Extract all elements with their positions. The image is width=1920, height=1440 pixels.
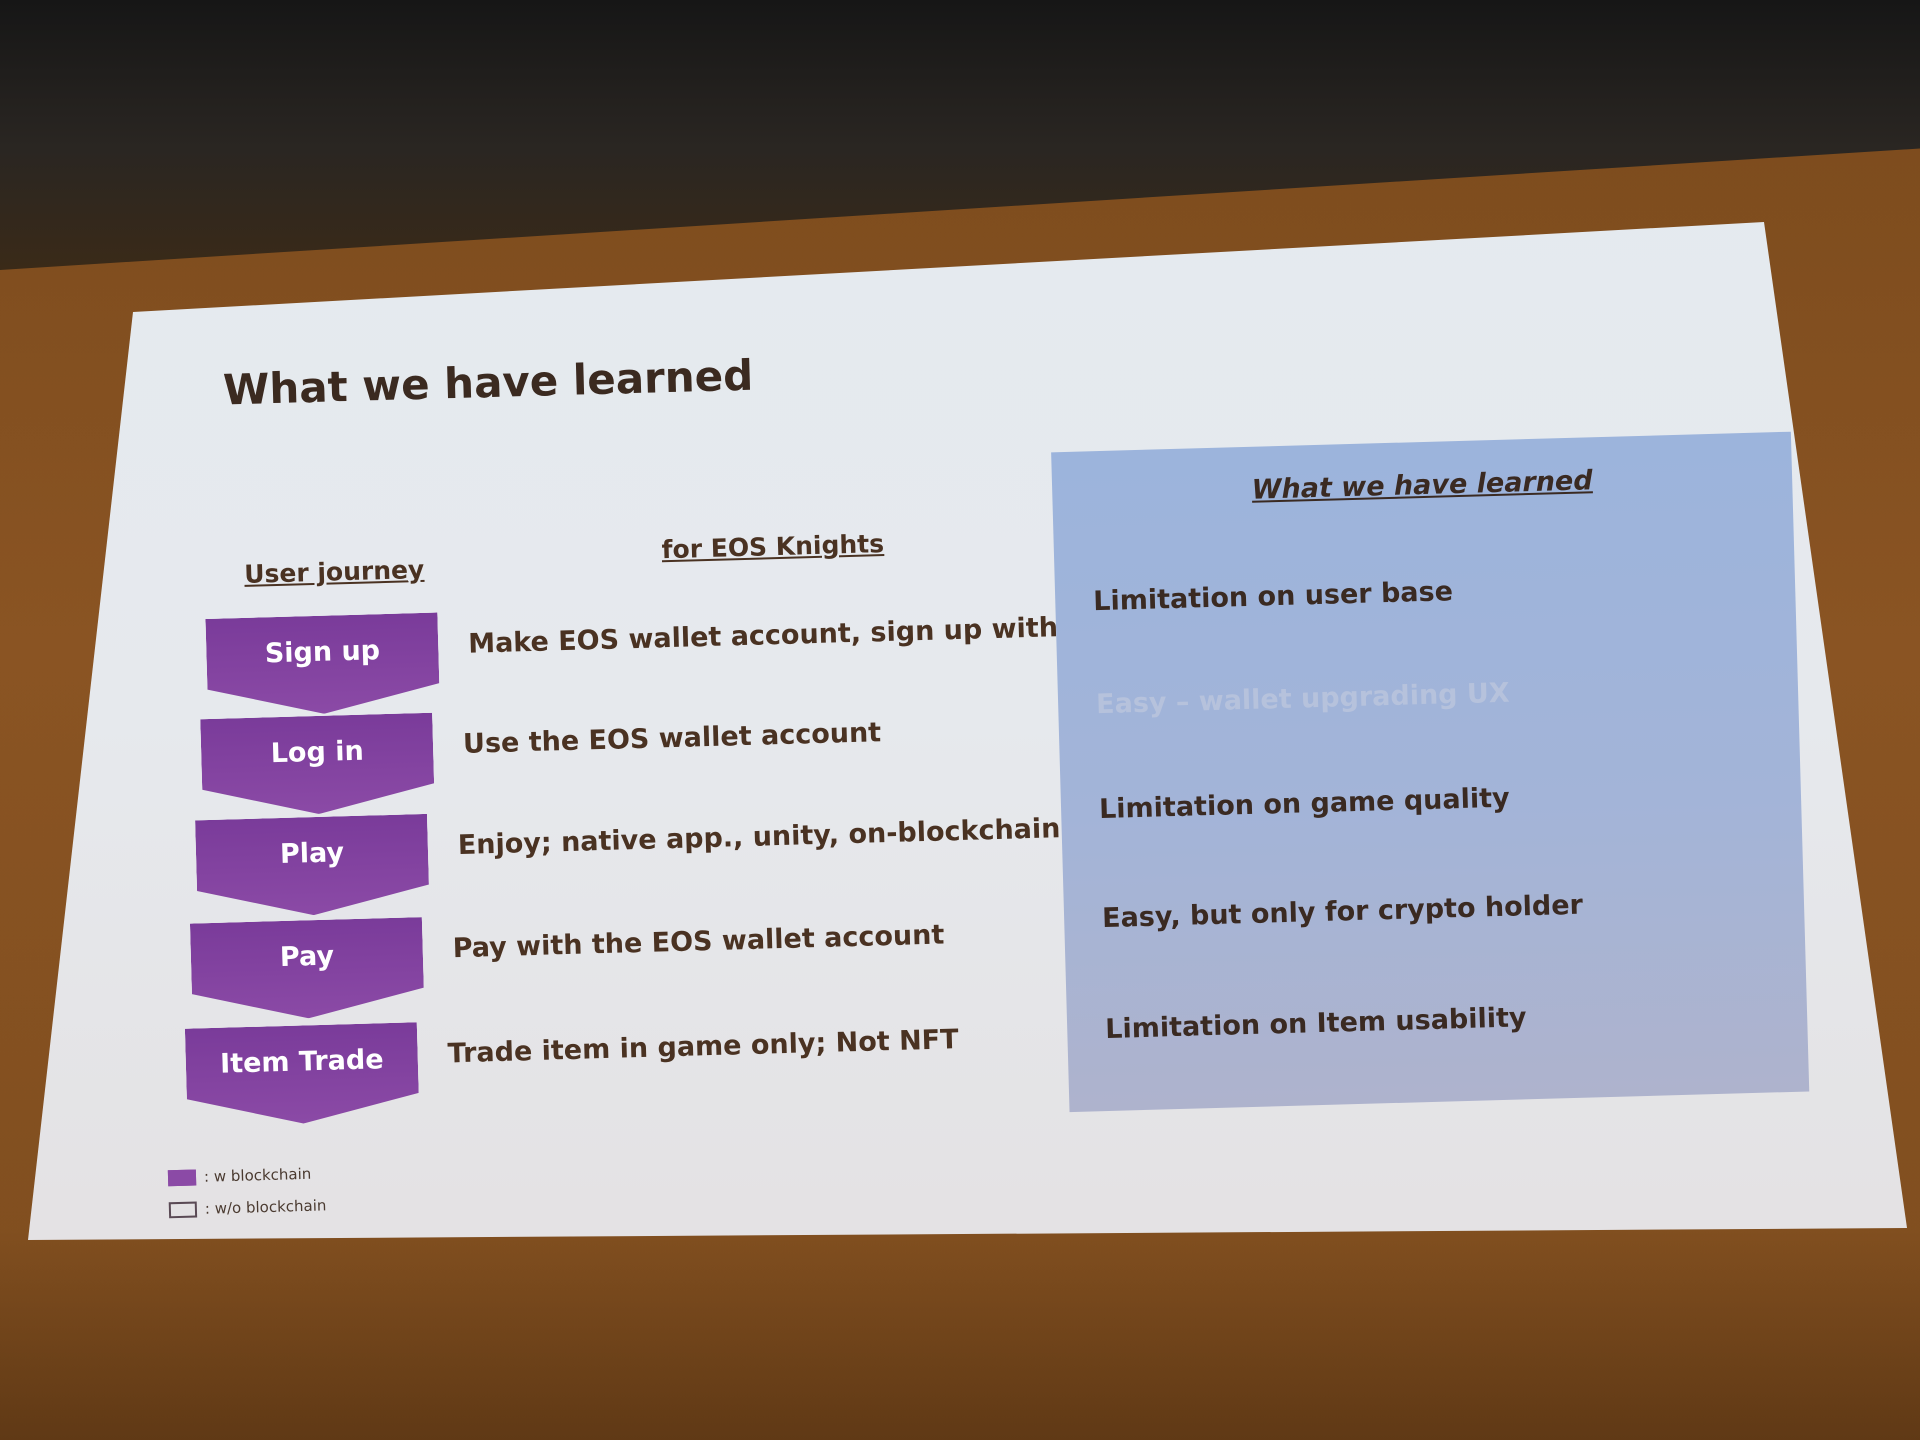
lesson-crypto-holder: Easy, but only for crypto holder	[1101, 889, 1584, 935]
legend-empty-swatch	[168, 1201, 198, 1218]
slide-title: What we have learned	[222, 350, 754, 415]
eos-column-header: for EOS Knights	[661, 529, 885, 565]
step-log-in-description: Use the EOS wallet account	[462, 717, 882, 760]
legend-without-blockchain: : w/o blockchain	[168, 1196, 327, 1218]
legend-without-label: : w/o blockchain	[204, 1196, 327, 1218]
wall-shade	[0, 1230, 1920, 1440]
step-sign-up-description: Make EOS wallet account, sign up with it	[467, 611, 1090, 660]
legend-filled-swatch	[167, 1169, 197, 1186]
step-item-trade-chevron: Item Trade	[185, 1022, 420, 1126]
lesson-game-quality: Limitation on game quality	[1098, 782, 1511, 826]
journey-column-header: User journey	[243, 554, 425, 589]
step-play-chevron: Play	[195, 814, 430, 918]
lesson-wallet-ux: Easy – wallet upgrading UX	[1095, 677, 1511, 721]
legend-with-blockchain: : w blockchain	[167, 1164, 312, 1186]
step-play-description: Enjoy; native app., unity, on-blockchain	[457, 813, 1061, 862]
step-log-in-chevron: Log in	[200, 713, 435, 817]
step-pay-chevron: Pay	[190, 917, 425, 1021]
legend-with-label: : w blockchain	[203, 1164, 312, 1186]
lesson-user-base: Limitation on user base	[1092, 576, 1454, 618]
step-pay-description: Pay with the EOS wallet account	[452, 919, 945, 965]
lesson-item-usability: Limitation on Item usability	[1104, 1002, 1527, 1046]
learned-panel-heading: What we have learned	[1251, 465, 1594, 506]
step-sign-up-chevron: Sign up	[205, 613, 440, 717]
learned-panel: What we have learned Limitation on user …	[1051, 431, 1810, 1113]
step-item-trade-description: Trade item in game only; Not NFT	[447, 1024, 959, 1070]
